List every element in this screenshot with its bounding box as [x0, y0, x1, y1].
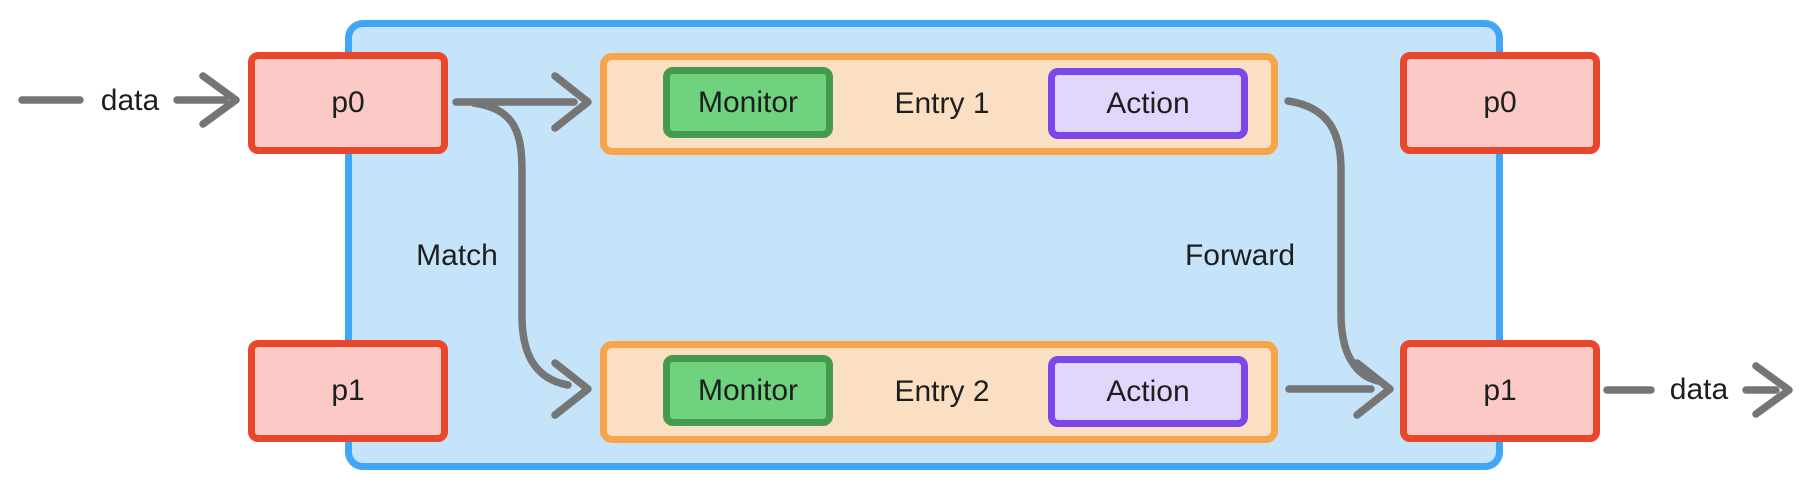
- data-out-label: data: [1664, 373, 1734, 407]
- match-text: Match: [416, 239, 498, 272]
- entry1-action-box: Action: [1048, 68, 1248, 139]
- entry2-monitor-box: Monitor: [663, 355, 833, 426]
- port-p1-right: p1: [1400, 340, 1600, 442]
- entry1-action-label: Action: [1106, 86, 1190, 120]
- data-out-text: data: [1669, 373, 1729, 406]
- entry2-action-box: Action: [1048, 356, 1248, 427]
- entry2-title-label: Entry 2: [894, 375, 990, 408]
- forward-text: Forward: [1184, 239, 1296, 272]
- match-label: Match: [377, 239, 537, 273]
- port-p0-right: p0: [1400, 52, 1600, 154]
- port-p0-left: p0: [248, 52, 448, 154]
- port-p1-left-label: p1: [331, 374, 365, 407]
- forward-label: Forward: [1160, 239, 1320, 273]
- data-in-label: data: [95, 84, 165, 118]
- entry1-title: Entry 1: [842, 53, 1042, 155]
- entry2-title: Entry 2: [842, 341, 1042, 443]
- data-in-arrowhead: [199, 72, 240, 128]
- entry1-monitor-box: Monitor: [663, 67, 833, 138]
- port-p1-left: p1: [248, 340, 448, 442]
- data-out-arrowhead: [1752, 362, 1793, 418]
- entry2-action-label: Action: [1106, 374, 1190, 408]
- entry2-monitor-label: Monitor: [697, 373, 799, 407]
- port-p1-right-label: p1: [1483, 374, 1517, 407]
- port-p0-right-label: p0: [1483, 86, 1517, 119]
- data-in-text: data: [100, 84, 160, 117]
- port-p0-left-label: p0: [331, 86, 365, 119]
- entry1-title-label: Entry 1: [894, 87, 990, 120]
- entry1-monitor-label: Monitor: [697, 85, 799, 119]
